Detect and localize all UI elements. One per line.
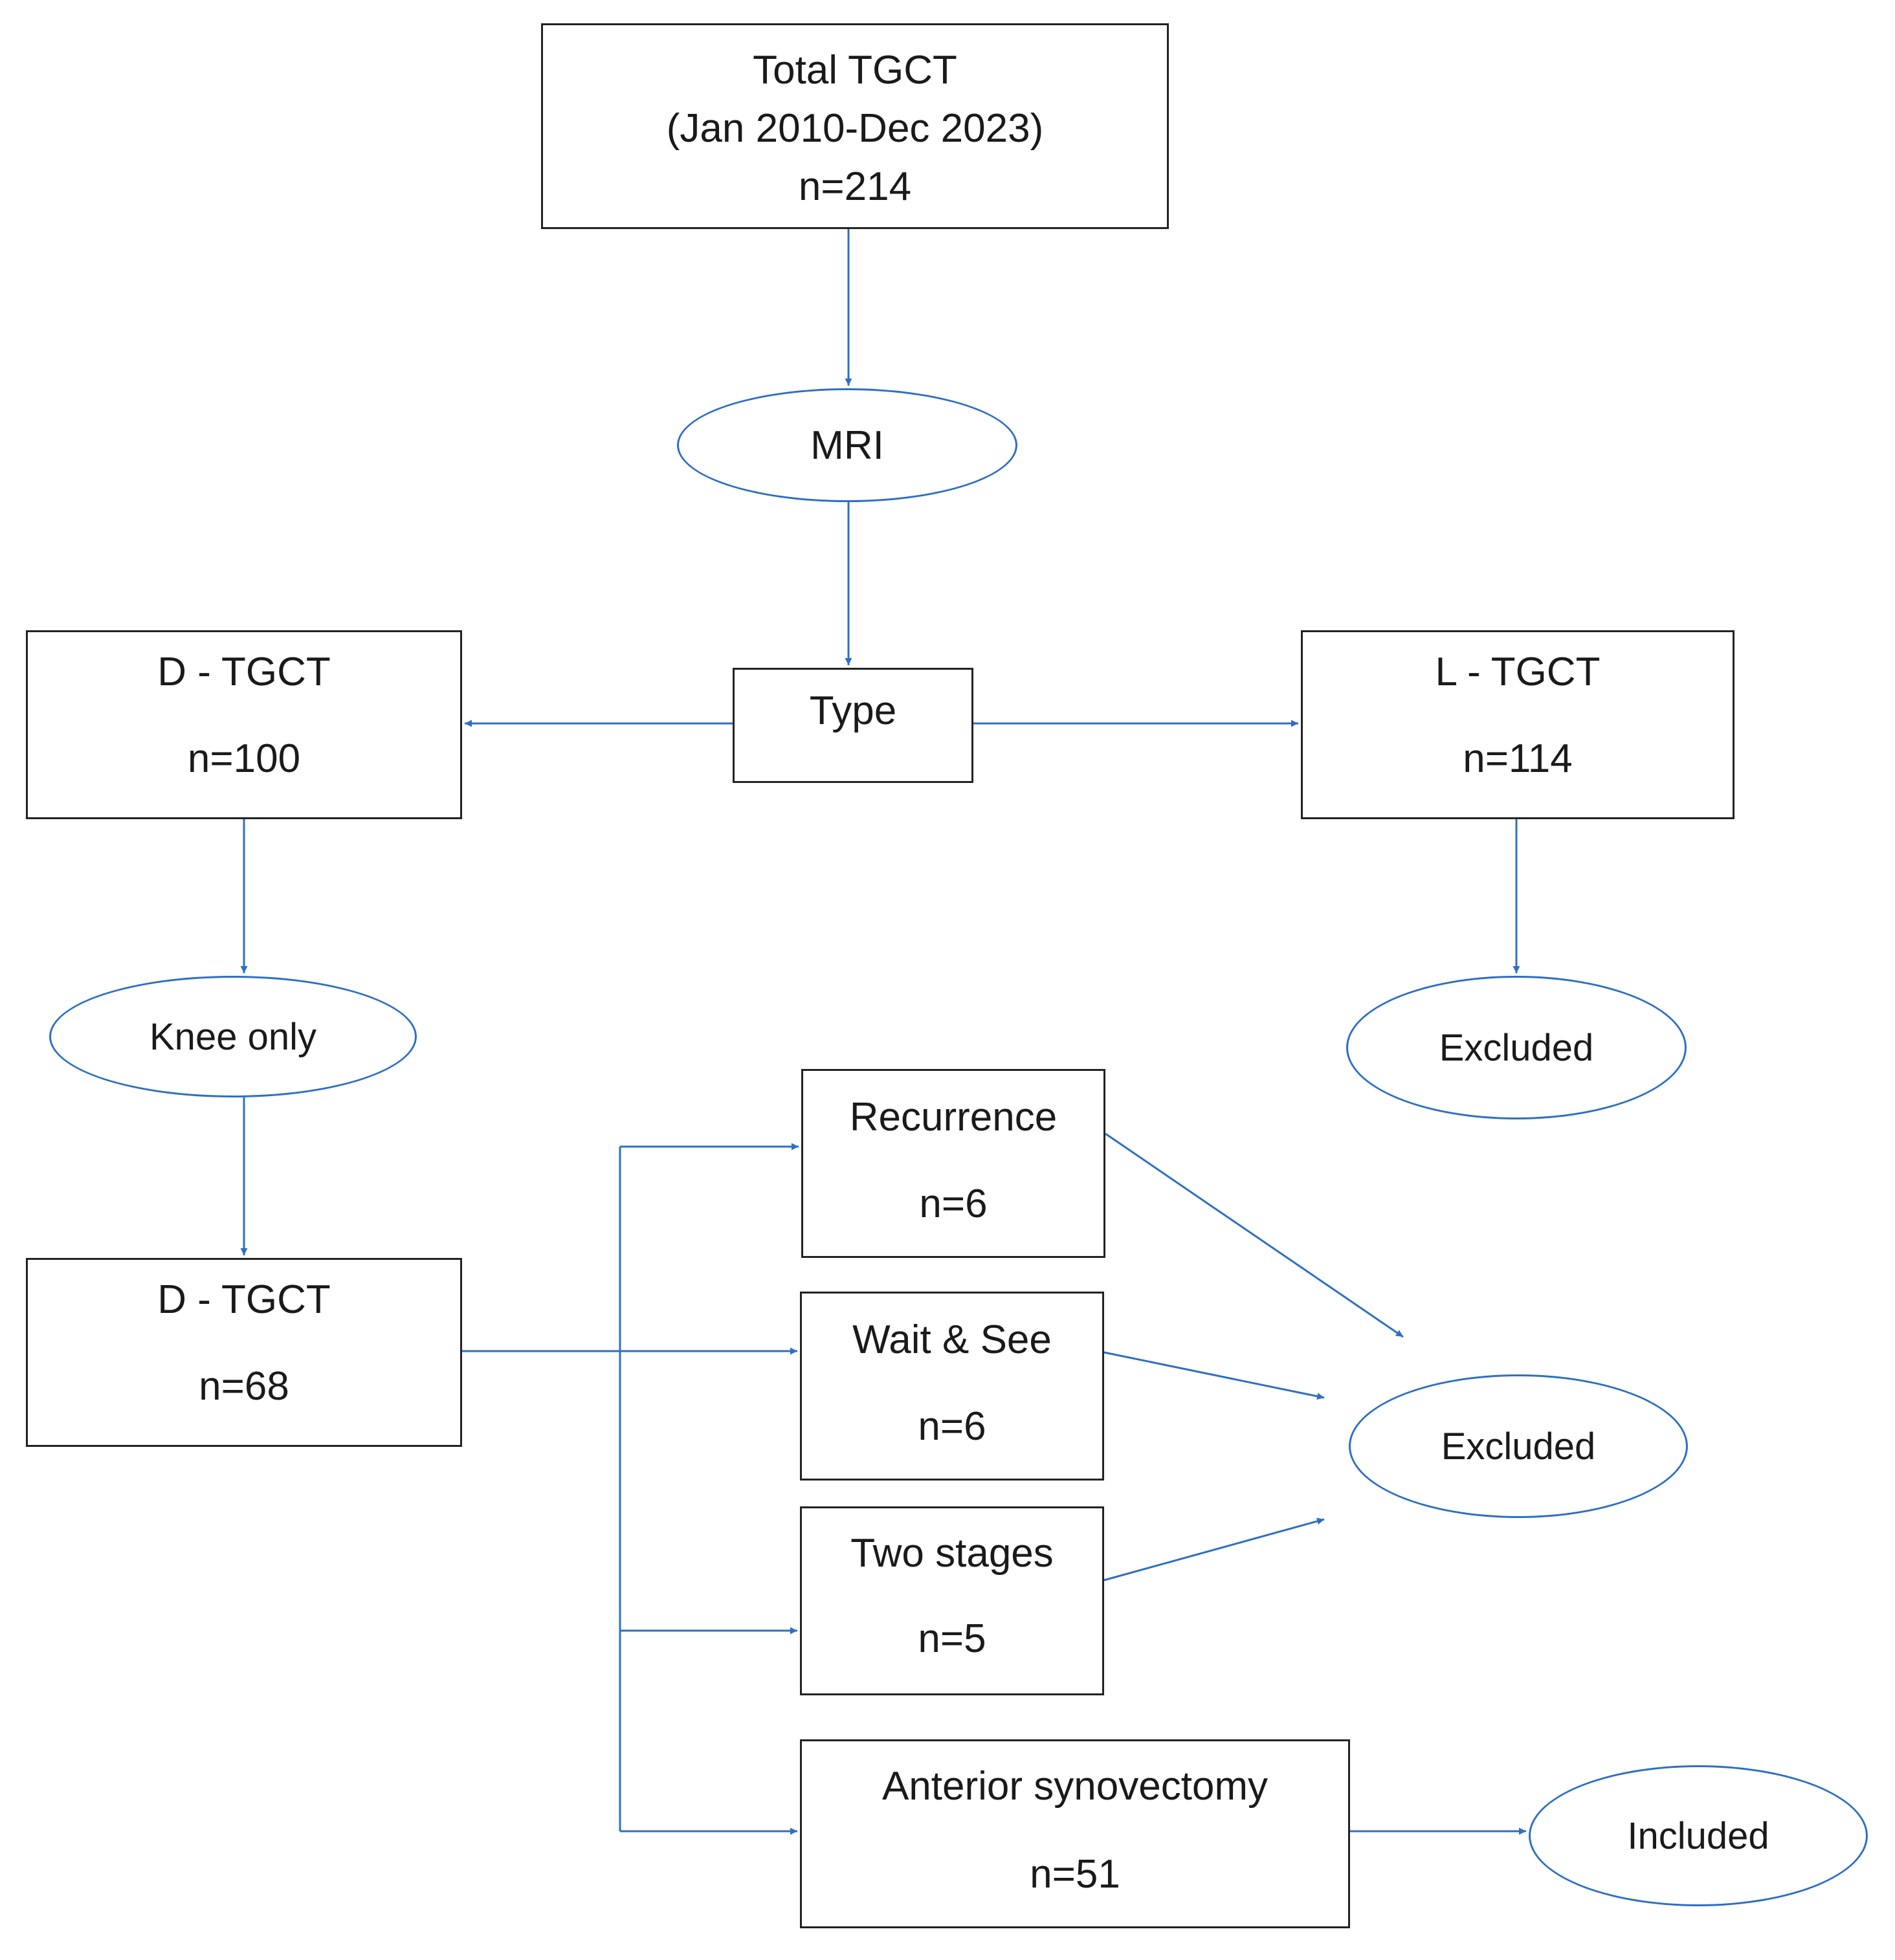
wait-see-box: Wait & See n=6 (800, 1292, 1104, 1481)
excluded-l-tgct-oval: Excluded (1346, 976, 1687, 1119)
excluded-l-tgct-label: Excluded (1439, 1026, 1594, 1069)
wait-see-count: n=6 (918, 1404, 986, 1449)
l-tgct-count: n=114 (1463, 736, 1573, 781)
knee-only-label: Knee only (150, 1015, 316, 1058)
d-tgct-knee-count: n=68 (199, 1364, 289, 1409)
included-oval: Included (1529, 1765, 1868, 1906)
mri-oval: MRI (677, 388, 1017, 502)
recurrence-count: n=6 (919, 1182, 988, 1226)
two-stages-to-excluded-arrow (1103, 1517, 1325, 1581)
d-tgct-title: D - TGCT (157, 650, 331, 694)
type-label: Type (809, 688, 897, 733)
total-tgct-count: n=214 (798, 164, 912, 209)
d-tgct-knee-title: D - TGCT (157, 1277, 331, 1322)
included-label: Included (1627, 1814, 1769, 1857)
two-stages-title: Two stages (850, 1531, 1054, 1576)
wait-see-title: Wait & See (852, 1317, 1052, 1362)
recurrence-to-excluded-arrow (1105, 1132, 1404, 1338)
d-tgct-box: D - TGCT n=100 (26, 630, 462, 819)
total-tgct-period: (Jan 2010-Dec 2023) (666, 106, 1044, 151)
l-tgct-title: L - TGCT (1435, 650, 1601, 694)
knee-only-oval: Knee only (49, 976, 417, 1097)
anterior-synovectomy-title: Anterior synovectomy (881, 1764, 1269, 1809)
mri-label: MRI (810, 423, 884, 468)
d-tgct-count: n=100 (187, 736, 301, 781)
d-tgct-knee-box: D - TGCT n=68 (26, 1258, 462, 1447)
total-tgct-title: Total TGCT (753, 48, 957, 93)
anterior-synovectomy-box: Anterior synovectomy n=51 (800, 1739, 1350, 1928)
anterior-synovectomy-count: n=51 (1030, 1852, 1120, 1897)
excluded-groups-oval: Excluded (1349, 1374, 1688, 1518)
two-stages-count: n=5 (918, 1616, 986, 1661)
wait-see-to-excluded-arrow (1103, 1351, 1325, 1400)
l-tgct-box: L - TGCT n=114 (1301, 630, 1734, 819)
two-stages-box: Two stages n=5 (800, 1506, 1104, 1695)
excluded-groups-label: Excluded (1441, 1425, 1596, 1468)
recurrence-box: Recurrence n=6 (801, 1069, 1105, 1258)
type-box: Type (733, 668, 973, 783)
recurrence-title: Recurrence (849, 1095, 1058, 1140)
total-tgct-box: Total TGCT (Jan 2010-Dec 2023) n=214 (541, 23, 1169, 229)
